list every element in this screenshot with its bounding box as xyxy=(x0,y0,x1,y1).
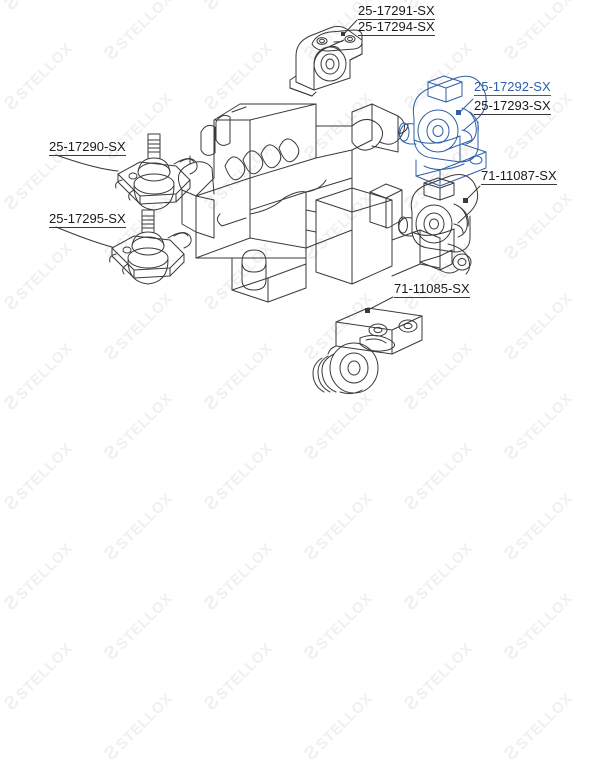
watermark-text: ƧSTELLOX xyxy=(400,439,477,515)
part-number-label-right-1[interactable]: 25-17292-SX xyxy=(474,79,551,96)
watermark-text: ƧSTELLOX xyxy=(500,489,577,565)
left-engine-mount-lower-drawing xyxy=(109,209,192,285)
watermark-text: ƧSTELLOX xyxy=(300,689,377,765)
watermark-text: ƧSTELLOX xyxy=(300,589,377,665)
part-number-label-bottom-1: 71-11085-SX xyxy=(394,281,470,298)
watermark-text: ƧSTELLOX xyxy=(100,489,177,565)
part-number-label-top-2: 25-17294-SX xyxy=(358,19,435,36)
watermark-text: ƧSTELLOX xyxy=(200,639,277,715)
watermark-text: ƧSTELLOX xyxy=(0,639,77,715)
part-number-label-left-2: 25-17295-SX xyxy=(49,211,126,228)
left-engine-mount-upper-drawing xyxy=(115,133,198,211)
right-engine-mount-drawing xyxy=(398,75,487,187)
watermark-text: ƧSTELLOX xyxy=(200,539,277,615)
watermark-text: ƧSTELLOX xyxy=(200,439,277,515)
watermark-text: ƧSTELLOX xyxy=(0,539,77,615)
watermark-text: ƧSTELLOX xyxy=(500,689,577,765)
part-number-label-right-2: 25-17293-SX xyxy=(474,98,551,115)
watermark-text: ƧSTELLOX xyxy=(400,539,477,615)
watermark-text: ƧSTELLOX xyxy=(300,489,377,565)
lower-engine-mount-drawing xyxy=(398,174,479,275)
diagram-canvas: ƧSTELLOX ƧSTELLOX ƧSTELLOX ƧSTELLOX ƧSTELLOX… xyxy=(0,0,576,765)
watermark-text: ƧSTELLOX xyxy=(100,689,177,765)
part-number-label-right-3: 71-11087-SX xyxy=(481,168,557,185)
watermark-text: ƧSTELLOX xyxy=(500,589,577,665)
watermark-text: ƧSTELLOX xyxy=(400,639,477,715)
watermark-text: ƧSTELLOX xyxy=(100,589,177,665)
watermark-text: ƧSTELLOX xyxy=(0,439,77,515)
technical-diagram xyxy=(55,19,487,395)
part-number-label-top-1: 25-17291-SX xyxy=(358,3,435,20)
torque-rod-drawing xyxy=(312,307,423,395)
part-number-label-left-1: 25-17290-SX xyxy=(49,139,126,156)
